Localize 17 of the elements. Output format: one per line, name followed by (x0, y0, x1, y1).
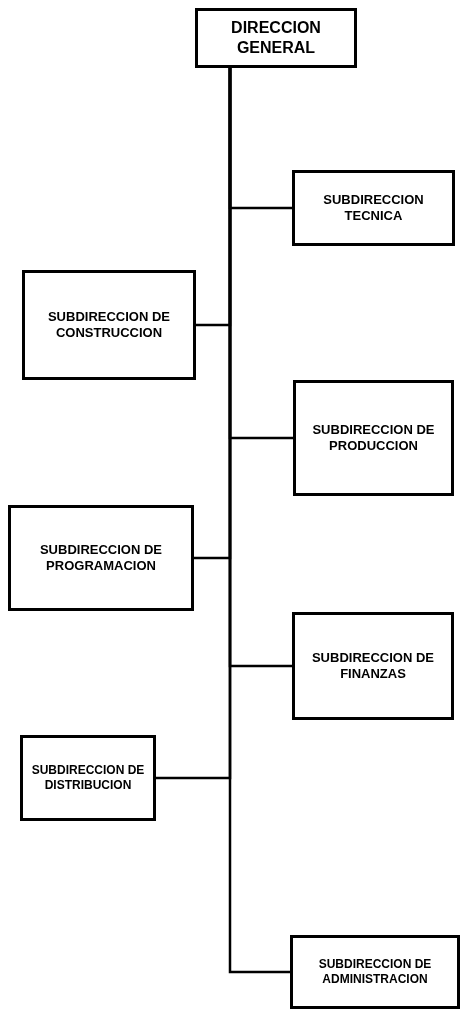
box-label: SUBDIRECCION DE PRODUCCION (311, 421, 436, 455)
box-label: SUBDIRECCION DE CONSTRUCCION (46, 308, 172, 342)
box-label: SUBDIRECCION TECNICA (322, 191, 425, 225)
department-box (293, 380, 454, 496)
box-label: SUBDIRECCION DE DISTRIBUCION (30, 763, 146, 793)
box-label: SUBDIRECCION DE ADMINISTRACION (317, 957, 433, 987)
connector-line (228, 68, 290, 974)
department-box (292, 170, 455, 246)
department-box (290, 935, 460, 1009)
department-box (20, 735, 156, 821)
department-box (22, 270, 196, 380)
department-box (8, 505, 194, 611)
box-label: DIRECCION GENERAL (230, 18, 322, 58)
department-box (292, 612, 454, 720)
box-label: SUBDIRECCION DE PROGRAMACION (38, 541, 164, 575)
director-box (195, 8, 357, 68)
box-label: SUBDIRECCION DE FINANZAS (310, 649, 436, 683)
